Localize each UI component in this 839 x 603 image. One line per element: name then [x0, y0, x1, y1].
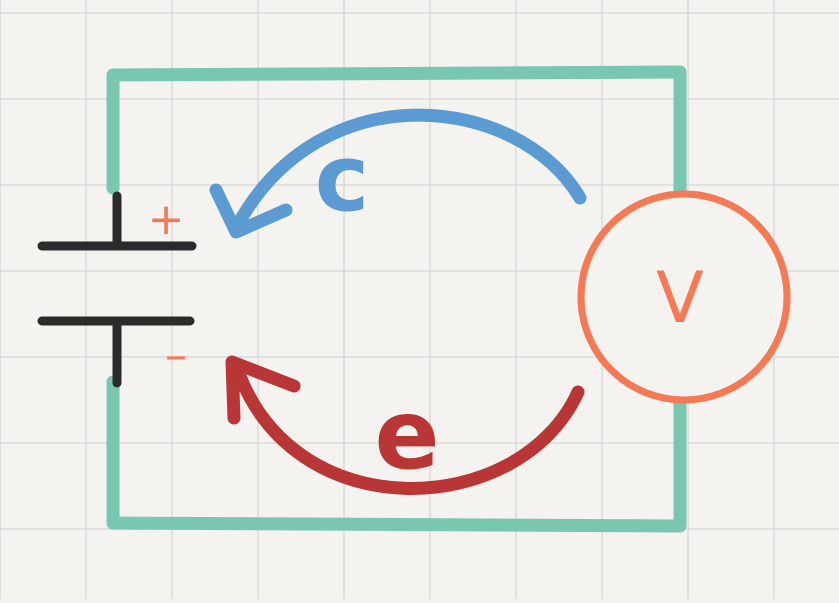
battery-symbol: [37, 191, 197, 388]
e-arrow-arc: [229, 358, 585, 495]
c-arrow-head: [209, 183, 293, 239]
voltmeter-circle: [577, 190, 791, 404]
plus-label: +: [148, 194, 185, 245]
wire-bottom: [106, 375, 687, 533]
voltmeter: V: [577, 190, 791, 404]
c-arrow-arc: [229, 108, 587, 235]
voltmeter-label: V: [656, 257, 704, 339]
e-arrow-head: [225, 355, 301, 425]
minus-label: –: [165, 330, 187, 381]
c-arrow: [209, 108, 587, 239]
circuit-wires: [106, 65, 687, 533]
wire-top: [106, 65, 687, 197]
c-label: c: [315, 125, 370, 232]
e-label: e: [374, 379, 439, 491]
e-arrow: [225, 355, 585, 495]
